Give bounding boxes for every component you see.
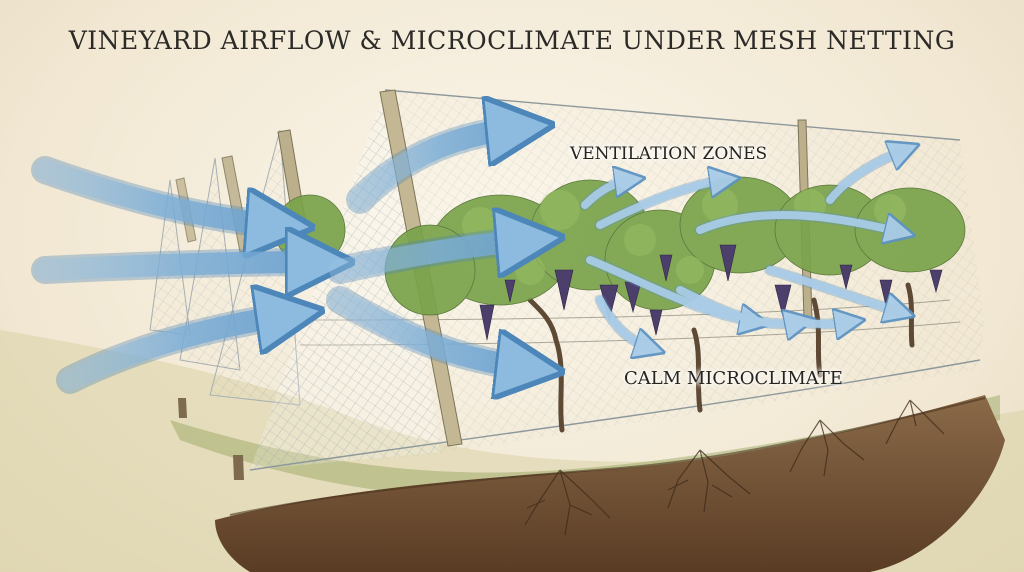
airflow-arrows: [31, 128, 530, 380]
page-title: VINEYARD AIRFLOW & MICROCLIMATE UNDER ME…: [68, 26, 956, 55]
soil-cross-section: [215, 395, 1005, 572]
calm-microclimate-label: CALM MICROCLIMATE: [624, 368, 843, 389]
ventilation-arrows: [579, 150, 905, 348]
ventilation-zones-label: VENTILATION ZONES: [570, 144, 768, 164]
